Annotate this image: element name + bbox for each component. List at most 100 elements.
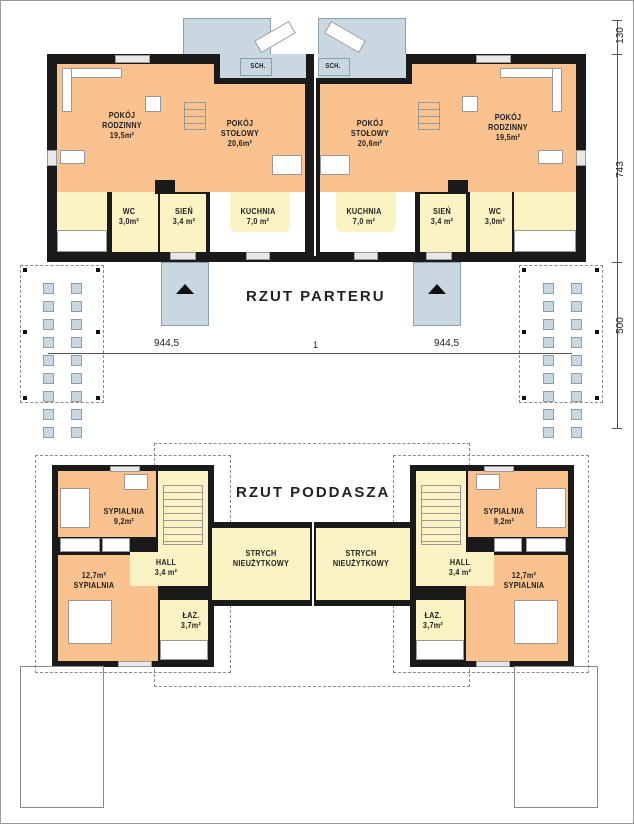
right-sofa-side bbox=[552, 68, 562, 112]
right-strych-label: STRYCH NIEUŻYTKOWY bbox=[324, 548, 397, 568]
room-area: 3,4 m² bbox=[172, 216, 196, 226]
left-stairs bbox=[184, 102, 206, 130]
right-chimney bbox=[448, 180, 468, 194]
left-dining-table bbox=[272, 155, 302, 175]
room-area: 20,6m² bbox=[357, 138, 383, 148]
left-porch-wall bbox=[214, 54, 220, 82]
dimension-house-depth: 743 bbox=[614, 161, 626, 178]
left-kitchen bbox=[230, 192, 290, 232]
paver bbox=[71, 409, 82, 420]
left-bed-small bbox=[60, 488, 90, 528]
left-kitchen-window bbox=[246, 252, 270, 260]
paver bbox=[571, 427, 582, 438]
left-bathroom bbox=[160, 600, 208, 640]
right-sien-label: SIEŃ 3,4 m² bbox=[423, 206, 460, 226]
right-wardrobe-2 bbox=[526, 538, 566, 552]
ground-floor-title: RZUT PARTERU bbox=[246, 288, 386, 305]
right-attic-chimney bbox=[448, 586, 464, 600]
room-name-line2: NIEUŻYTKOWY bbox=[332, 558, 390, 568]
room-name-line2: STOŁOWY bbox=[350, 128, 390, 138]
room-name-line1: SYPIALNIA bbox=[73, 580, 115, 590]
paver bbox=[43, 409, 54, 420]
right-sch-label: SCH. bbox=[325, 63, 341, 70]
room-name-line1: ŁAZ. bbox=[424, 610, 442, 620]
paver bbox=[43, 301, 54, 312]
right-bathroom-label: ŁAZ. 3,7m² bbox=[420, 610, 446, 630]
paver bbox=[43, 337, 54, 348]
room-name-line1: HALL bbox=[449, 557, 471, 567]
left-porch-wall-bottom bbox=[214, 78, 314, 84]
right-wc bbox=[470, 192, 512, 252]
room-name-line1: ŁAZ. bbox=[182, 610, 200, 620]
attic-floor-title: RZUT PODDASZA bbox=[236, 484, 391, 501]
carport-post bbox=[522, 268, 526, 272]
paver bbox=[571, 355, 582, 366]
carport-post bbox=[96, 268, 100, 272]
paver bbox=[571, 337, 582, 348]
paver bbox=[571, 409, 582, 420]
right-sch bbox=[318, 58, 350, 76]
right-attic-window-top bbox=[484, 466, 514, 472]
paver bbox=[571, 283, 582, 294]
paver bbox=[543, 301, 554, 312]
room-area: 9,2m² bbox=[493, 516, 515, 526]
room-name-line1: KUCHNIA bbox=[346, 206, 382, 216]
left-bathtub bbox=[160, 640, 208, 660]
room-area: 12,7m² bbox=[81, 570, 107, 580]
dimension-left-width: 944,5 bbox=[154, 338, 180, 349]
dimension-tick bbox=[612, 262, 622, 263]
right-sien bbox=[420, 194, 466, 252]
carport-post bbox=[23, 396, 27, 400]
left-hall bbox=[130, 552, 208, 586]
dimension-front-depth: 500 bbox=[614, 317, 626, 334]
carport-right-outline bbox=[519, 265, 603, 403]
room-name-line2: RODZINNY bbox=[102, 120, 142, 130]
room-name-line1: KUCHNIA bbox=[240, 206, 276, 216]
right-hall bbox=[416, 552, 494, 586]
paver bbox=[43, 427, 54, 438]
paver bbox=[571, 301, 582, 312]
room-area: 3,4 m² bbox=[430, 216, 454, 226]
dimension-terrace-depth: 130 bbox=[614, 27, 626, 44]
room-name-line1: POKÓJ bbox=[108, 110, 136, 120]
right-window-top bbox=[476, 55, 511, 63]
paver bbox=[43, 391, 54, 402]
left-wardrobe bbox=[60, 538, 100, 552]
room-area: 9,2m² bbox=[113, 516, 135, 526]
left-service-strip bbox=[57, 192, 107, 230]
right-bed-small bbox=[536, 488, 566, 528]
vertical-dimension-line bbox=[617, 20, 618, 428]
left-tv-unit bbox=[60, 150, 85, 164]
right-wardrobe bbox=[494, 538, 522, 552]
left-sien bbox=[160, 194, 206, 252]
right-armchair bbox=[462, 96, 478, 112]
left-wc bbox=[112, 192, 158, 252]
room-name-line1: SIEŃ bbox=[175, 206, 193, 216]
right-desk bbox=[476, 474, 500, 490]
right-dining-room-label: POKÓJ STOŁOWY 20,6m² bbox=[345, 118, 396, 148]
paver bbox=[543, 283, 554, 294]
room-name-line1: SYPIALNIA bbox=[503, 580, 545, 590]
parking-left-outline bbox=[20, 666, 104, 808]
paver bbox=[71, 301, 82, 312]
right-tv-unit bbox=[538, 150, 563, 164]
paver bbox=[71, 427, 82, 438]
room-area: 3,4 m² bbox=[448, 567, 472, 577]
room-name-line1: STRYCH bbox=[245, 548, 277, 558]
right-bathtub bbox=[416, 640, 464, 660]
room-name-line2: RODZINNY bbox=[488, 122, 528, 132]
room-name-line1: WC bbox=[122, 206, 136, 216]
left-sofa-side bbox=[62, 68, 72, 112]
left-living-room-label: POKÓJ RODZINNY 19,5m² bbox=[97, 110, 148, 140]
paver bbox=[71, 337, 82, 348]
left-strych-label: STRYCH NIEUŻYTKOWY bbox=[224, 548, 297, 568]
right-dining-table bbox=[320, 155, 350, 175]
room-area: 3,4 m² bbox=[154, 567, 178, 577]
room-name-line1: POKÓJ bbox=[356, 118, 384, 128]
left-entrance-arrow-icon bbox=[176, 284, 194, 294]
room-name-line1: POKÓJ bbox=[494, 112, 522, 122]
left-bedroom-large-label: 12,7m² SYPIALNIA bbox=[69, 570, 120, 590]
left-chimney bbox=[155, 180, 175, 194]
paver bbox=[71, 355, 82, 366]
room-area: 7,0 m² bbox=[246, 216, 270, 226]
